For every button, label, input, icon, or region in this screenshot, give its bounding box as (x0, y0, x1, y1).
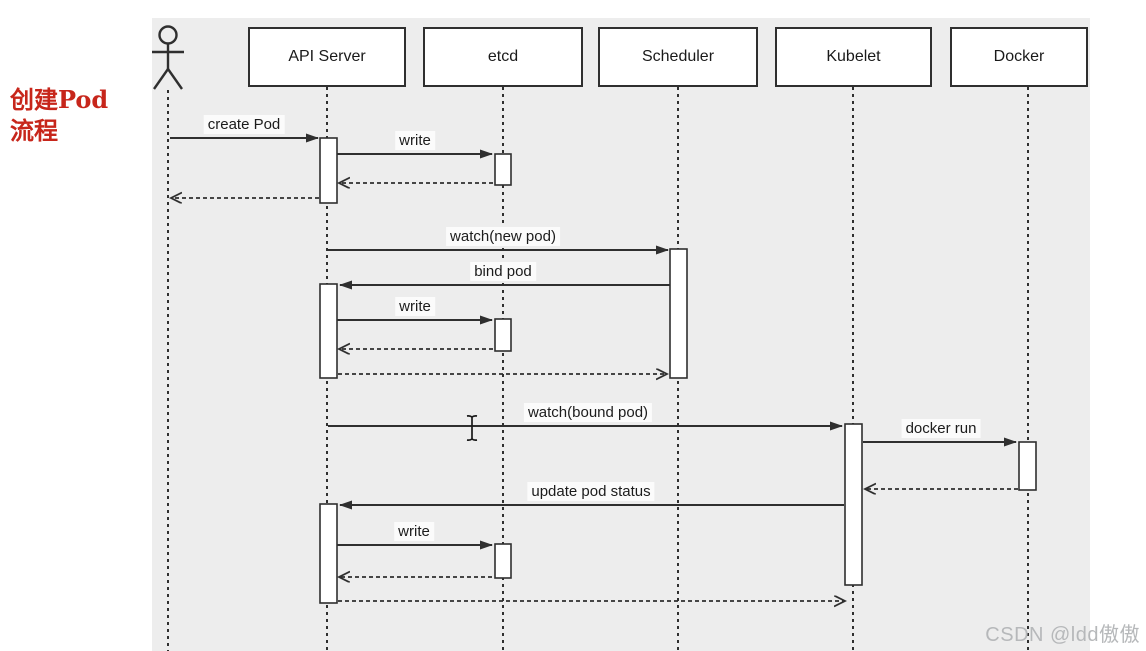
activation-api-2 (319, 283, 338, 379)
participant-label: Kubelet (826, 48, 881, 65)
activation-bars (319, 137, 1037, 604)
message-arrows (170, 133, 1018, 601)
participant-docker: Docker (950, 27, 1088, 87)
message-label-watch-bound-pod: watch(bound pod) (523, 403, 653, 422)
side-note-line1: 创建Pod (10, 85, 109, 114)
activation-api-1 (319, 137, 338, 204)
message-label-bind-pod: bind pod (470, 262, 536, 281)
participant-kubelet: Kubelet (775, 27, 932, 87)
activation-etcd-3 (494, 543, 512, 579)
participant-etcd: etcd (423, 27, 583, 87)
participant-label: Docker (993, 48, 1045, 65)
activation-etcd-2 (494, 318, 512, 352)
side-note: 创建Pod 流程 (10, 84, 108, 146)
participant-label: etcd (487, 48, 519, 65)
participant-label: API Server (288, 48, 366, 65)
activation-docker (1018, 441, 1037, 491)
message-label-write-2: write (395, 297, 435, 316)
watermark: CSDN @ldd傲傲 (985, 624, 1140, 646)
activation-kubelet (844, 423, 863, 586)
side-note-line2: 流程 (10, 116, 58, 145)
lifelines (167, 87, 1029, 651)
activation-etcd-1 (494, 153, 512, 186)
activation-api-3 (319, 503, 338, 604)
activation-scheduler (669, 248, 688, 379)
actor-icon (152, 25, 184, 90)
participant-scheduler: Scheduler (598, 27, 758, 87)
participant-api-server: API Server (248, 27, 406, 87)
message-label-docker-run: docker run (901, 419, 981, 438)
text-ibeam-cursor-icon (466, 415, 478, 441)
participant-label: Scheduler (641, 48, 715, 65)
message-label-create-pod: create Pod (203, 115, 285, 134)
message-label-write-1: write (395, 131, 435, 150)
message-label-update-pod-status: update pod status (527, 482, 655, 501)
message-label-watch-new-pod: watch(new pod) (446, 227, 560, 246)
message-label-write-3: write (394, 522, 434, 541)
diagram-canvas (152, 18, 1090, 651)
